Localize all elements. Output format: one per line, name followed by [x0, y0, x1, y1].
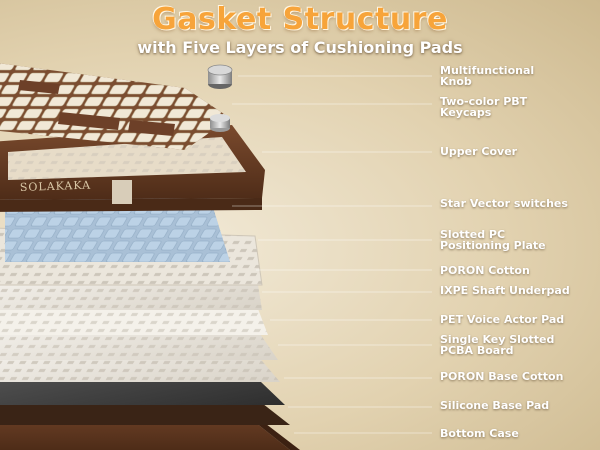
- label-switches: Star Vector switches: [440, 197, 568, 210]
- label-bottom-case: Bottom Case: [440, 427, 519, 440]
- label-pcba-board: Single Key Slotted PCBA Board: [440, 333, 555, 357]
- page-title: Gasket Structure: [152, 2, 448, 37]
- label-pet-pad: PET Voice Actor Pad: [440, 313, 565, 326]
- label-pc-plate: Slotted PC Positioning Plate: [440, 228, 546, 252]
- label-silicone-base-pad: Silicone Base Pad: [440, 399, 550, 412]
- label-keycaps: Two-color PBT Keycaps: [440, 95, 528, 119]
- label-ixpe-underpad: IXPE Shaft Underpad: [440, 284, 570, 297]
- label-poron-cotton: PORON Cotton: [440, 264, 530, 277]
- label-poron-base-cotton: PORON Base Cotton: [440, 370, 564, 383]
- label-upper-cover: Upper Cover: [440, 145, 518, 158]
- keycaps-layer: [0, 63, 230, 150]
- page-subtitle: with Five Layers of Cushioning Pads: [137, 38, 463, 57]
- knob-icon: [207, 64, 233, 132]
- leader-lines: [232, 75, 432, 434]
- brand-logo: SOLAKAKA: [20, 179, 92, 194]
- label-multifunctional-knob: Multifunctional Knob: [440, 64, 535, 88]
